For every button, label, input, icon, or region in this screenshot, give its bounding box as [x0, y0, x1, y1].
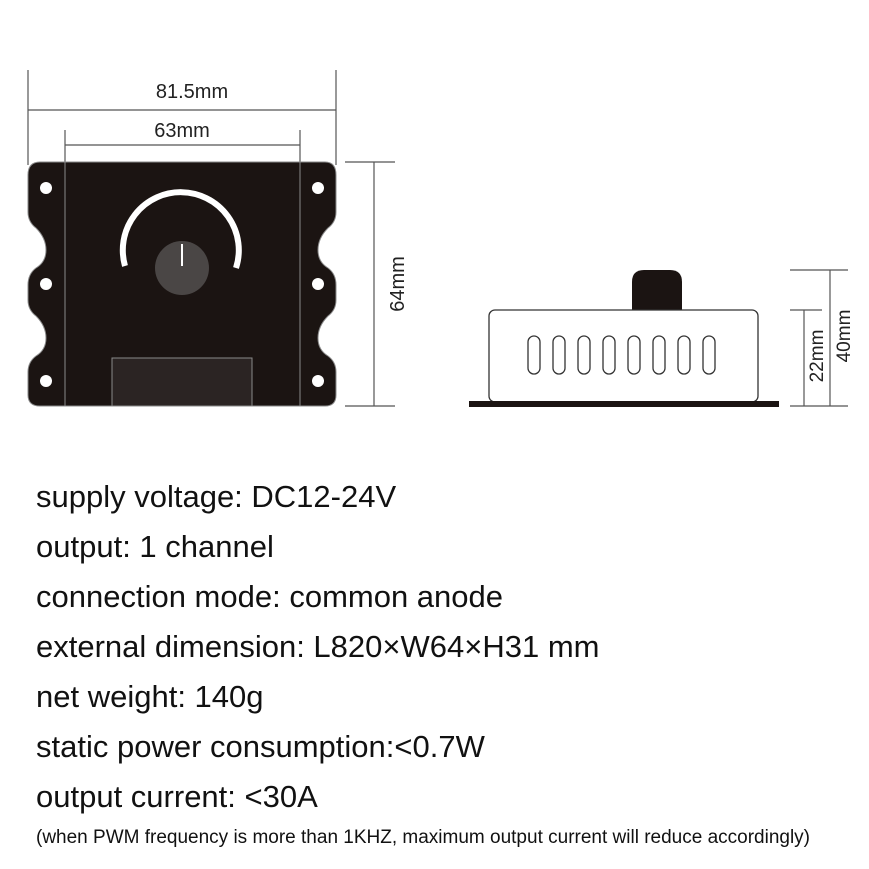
side-inner-height-label: 22mm	[807, 330, 828, 383]
spec-static-power: static power consumption:<0.7W	[36, 729, 485, 764]
height-dimension	[345, 161, 395, 407]
side-housing	[488, 309, 759, 403]
side-view-controller	[469, 270, 779, 407]
mounting-hole-icon	[40, 182, 52, 194]
spec-list: supply voltage: DC12-24V output: 1 chann…	[36, 472, 856, 850]
dial-arc-icon	[119, 189, 242, 269]
vent-slot-icon	[627, 335, 641, 375]
spec-external-dimension: external dimension: L820×W64×H31 mm	[36, 629, 600, 664]
spec-output-current: output current: <30A	[36, 779, 318, 814]
height-label: 64mm	[387, 256, 409, 312]
body-width-dimension	[64, 130, 301, 165]
mounting-hole-icon	[40, 375, 52, 387]
vent-slot-icon	[602, 335, 616, 375]
total-width-label: 81.5mm	[156, 81, 228, 103]
mounting-hole-icon	[40, 278, 52, 290]
mounting-hole-icon	[312, 278, 324, 290]
base-plate	[469, 401, 779, 407]
spec-supply-voltage: supply voltage: DC12-24V	[36, 479, 397, 514]
side-height-dimensions	[790, 269, 848, 407]
total-width-dimension	[27, 70, 337, 165]
front-view-controller	[27, 161, 337, 407]
side-total-height-label: 40mm	[834, 310, 855, 363]
vent-slot-icon	[677, 335, 691, 375]
terminal-window	[111, 357, 253, 407]
side-knob	[632, 270, 682, 311]
vent-slot-icon	[552, 335, 566, 375]
spec-output: output: 1 channel	[36, 529, 274, 564]
spec-net-weight: net weight: 140g	[36, 679, 264, 714]
body-width-label: 63mm	[154, 120, 210, 142]
vent-slot-icon	[577, 335, 591, 375]
spec-connection-mode: connection mode: common anode	[36, 579, 504, 614]
mounting-hole-icon	[312, 375, 324, 387]
spec-note: (when PWM frequency is more than 1KHZ, m…	[36, 827, 811, 848]
dimmer-knob	[155, 241, 209, 295]
vent-slot-icon	[702, 335, 716, 375]
product-dimension-diagram: 81.5mm 63mm 64mm	[27, 70, 855, 407]
vent-slot-icon	[652, 335, 666, 375]
mounting-hole-icon	[312, 182, 324, 194]
vent-slot-icon	[527, 335, 541, 375]
